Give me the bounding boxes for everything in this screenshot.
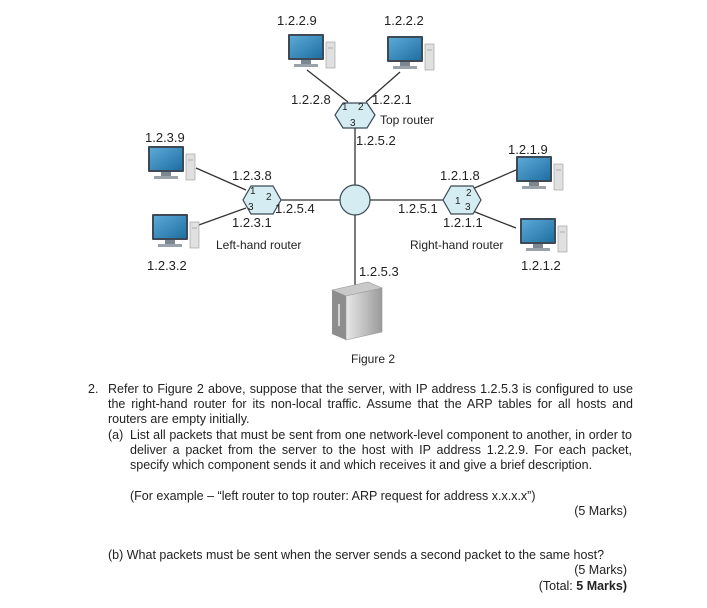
left-router-port1: 1	[250, 186, 256, 197]
host-computer-icon	[515, 155, 564, 191]
part-b-marks: (5 Marks)	[574, 563, 627, 577]
left-router-port3: 3	[248, 202, 254, 213]
host-label-top-left: 1.2.2.9	[277, 13, 317, 28]
top-router-port3: 3	[350, 118, 356, 129]
top-router-icon	[334, 102, 376, 129]
total-value: 5 Marks)	[576, 579, 627, 593]
total-label: (Total:	[538, 579, 573, 593]
part-a-marks: (5 Marks)	[574, 504, 627, 518]
host-label-left-upper: 1.2.3.9	[145, 130, 185, 145]
part-a-label: (a)	[108, 428, 124, 442]
right-router-icon	[442, 185, 482, 215]
host-computer-icon	[147, 145, 196, 181]
question-text: Refer to Figure 2 above, suppose that th…	[108, 382, 633, 426]
total-marks: (Total: 5 Marks)	[539, 579, 627, 593]
hub	[339, 184, 371, 216]
right-router-port3: 3	[465, 202, 471, 213]
top-router-if2: 1.2.2.1	[372, 92, 412, 107]
top-router-port2: 2	[358, 102, 364, 113]
server-icon	[331, 281, 383, 341]
left-router-label: Left-hand router	[216, 238, 301, 252]
top-router-if3: 1.2.5.2	[356, 133, 396, 148]
right-router-label: Right-hand router	[410, 238, 503, 252]
left-router-if2: 1.2.5.4	[275, 201, 315, 216]
host-label-right-lower: 1.2.1.2	[521, 258, 561, 273]
host-computer-icon	[386, 35, 435, 71]
host-computer-icon	[519, 217, 568, 253]
server-address-label: 1.2.5.3	[359, 264, 399, 279]
right-router-if3: 1.2.1.1	[443, 215, 483, 230]
network-diagram: 1 2 3 1.2.2.8 1.2.2.1 Top router 1.2.5.2…	[145, 13, 568, 366]
host-label-right-upper: 1.2.1.9	[508, 142, 548, 157]
figure-caption: Figure 2	[351, 352, 395, 366]
part-b-text: (b) What packets must be sent when the s…	[108, 548, 605, 562]
right-router-if1: 1.2.5.1	[398, 201, 438, 216]
right-router-port2: 2	[466, 188, 472, 199]
question-number: 2.	[88, 382, 99, 396]
left-router-port2: 2	[266, 192, 272, 203]
host-label-left-lower: 1.2.3.2	[147, 258, 187, 273]
right-router-port1: 1	[455, 196, 461, 207]
part-a-text: List all packets that must be sent from …	[130, 428, 632, 472]
host-computer-icon	[151, 213, 200, 249]
host-label-top-right: 1.2.2.2	[384, 13, 424, 28]
left-router-icon	[242, 185, 282, 215]
top-router-if1: 1.2.2.8	[291, 92, 331, 107]
left-router-if1: 1.2.3.8	[232, 168, 272, 183]
right-router-if2: 1.2.1.8	[440, 168, 480, 183]
top-router-port1: 1	[342, 102, 348, 113]
host-computer-icon	[287, 33, 336, 69]
top-router-label: Top router	[380, 113, 434, 127]
left-router-if3: 1.2.3.1	[232, 215, 272, 230]
part-a-example: (For example – “left router to top route…	[130, 489, 536, 503]
